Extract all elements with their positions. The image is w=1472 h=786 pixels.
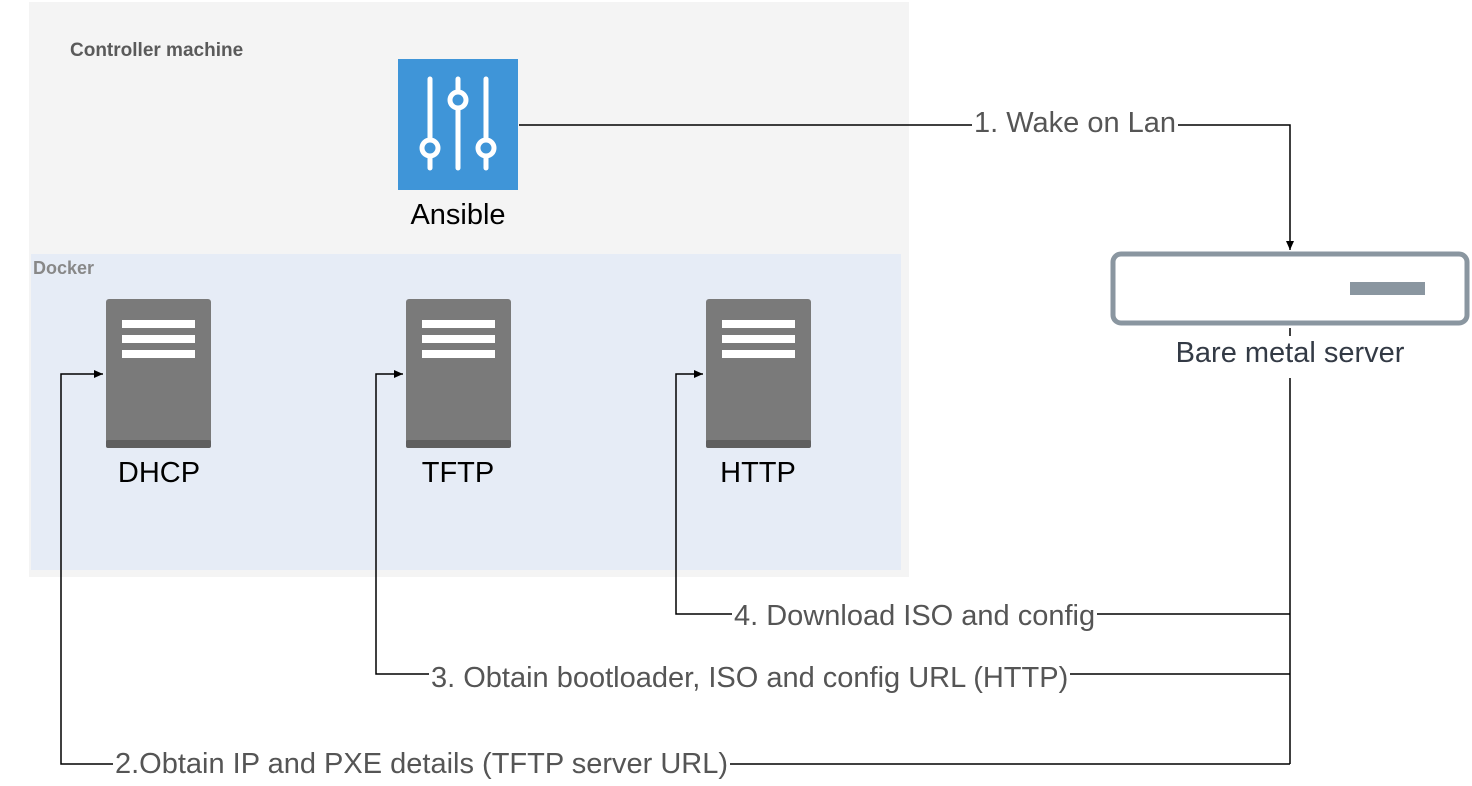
ansible-label: Ansible bbox=[410, 199, 506, 231]
dhcp-server-icon[interactable] bbox=[106, 299, 211, 448]
rack-server-icon[interactable] bbox=[1110, 251, 1470, 326]
controller-machine-title: Controller machine bbox=[70, 40, 244, 61]
edge-wake-on-lan bbox=[519, 124, 1294, 250]
obtain-ip-label: 2.Obtain IP and PXE details (TFTP server… bbox=[113, 748, 731, 780]
sliders-icon[interactable] bbox=[398, 59, 518, 190]
http-label: HTTP bbox=[720, 457, 796, 489]
obtain-bootloader-label: 3. Obtain bootloader, ISO and config URL… bbox=[429, 662, 1071, 694]
bare-metal-server-label: Bare metal server bbox=[1175, 337, 1405, 369]
download-iso-label: 4. Download ISO and config bbox=[732, 600, 1098, 632]
tftp-server-icon[interactable] bbox=[406, 299, 511, 448]
wake-on-lan-label: 1. Wake on Lan bbox=[972, 107, 1179, 139]
docker-title: Docker bbox=[33, 258, 95, 278]
tftp-label: TFTP bbox=[421, 457, 495, 489]
http-server-icon[interactable] bbox=[706, 299, 811, 448]
dhcp-label: DHCP bbox=[117, 457, 201, 489]
